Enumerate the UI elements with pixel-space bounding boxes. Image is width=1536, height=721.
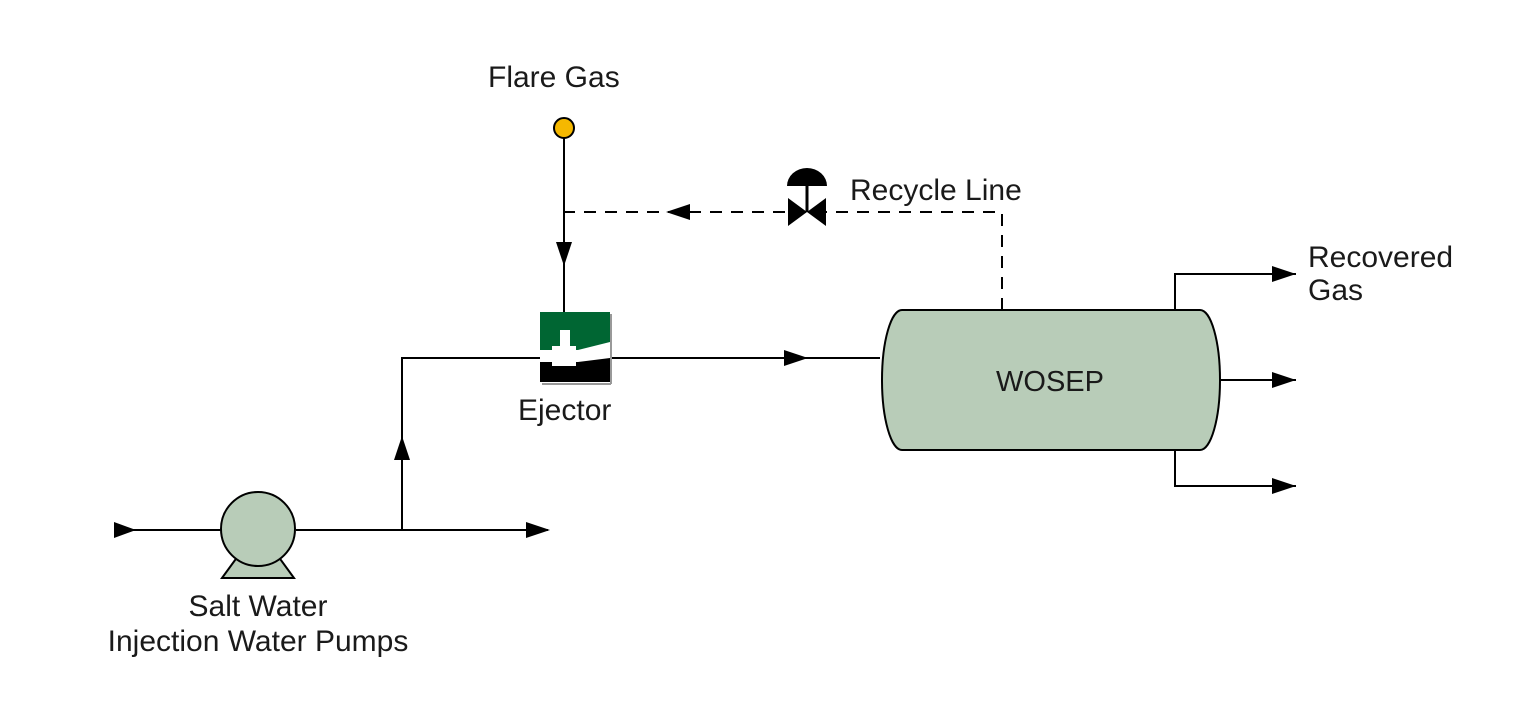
control-valve bbox=[787, 168, 827, 226]
ejector-top-green bbox=[540, 312, 610, 350]
recycle-arrowhead bbox=[666, 204, 690, 220]
recovered-gas-line bbox=[1174, 273, 1296, 310]
bottom-outlet-line bbox=[1174, 450, 1296, 487]
bottom-outlet-arrowhead bbox=[1272, 478, 1296, 494]
discharge-arrowhead bbox=[526, 522, 550, 538]
recovered-gas-arrowhead bbox=[1272, 266, 1296, 282]
flare-gas-label: Flare Gas bbox=[488, 61, 620, 94]
recycle-line bbox=[564, 211, 1003, 310]
ejector-nozzle bbox=[552, 346, 576, 366]
recovered-gas-label-line1: Recovered bbox=[1308, 241, 1454, 274]
pumps-label-line1: Salt Water bbox=[188, 590, 328, 623]
wosep-label: WOSEP bbox=[996, 366, 1104, 398]
ejector bbox=[540, 312, 612, 385]
middle-outlet-arrowhead bbox=[1272, 372, 1296, 388]
wosep-vessel bbox=[881, 309, 1221, 451]
valve-actuator bbox=[787, 168, 827, 186]
ejector-discharge-arrowhead bbox=[784, 350, 808, 366]
recovered-gas-label-line2: Gas bbox=[1308, 274, 1364, 307]
recycle-line-label: Recycle Line bbox=[850, 174, 1022, 207]
flare-gas-node bbox=[553, 117, 575, 139]
pump bbox=[220, 491, 296, 579]
motive-arrowhead-up bbox=[394, 436, 410, 460]
inlet-arrowhead bbox=[114, 522, 136, 538]
flare-gas-arrowhead bbox=[556, 242, 572, 266]
pump-casing bbox=[220, 491, 296, 567]
ejector-label: Ejector bbox=[518, 394, 612, 427]
pumps-label-line2: Injection Water Pumps bbox=[107, 625, 409, 658]
motive-water-line bbox=[401, 357, 540, 530]
